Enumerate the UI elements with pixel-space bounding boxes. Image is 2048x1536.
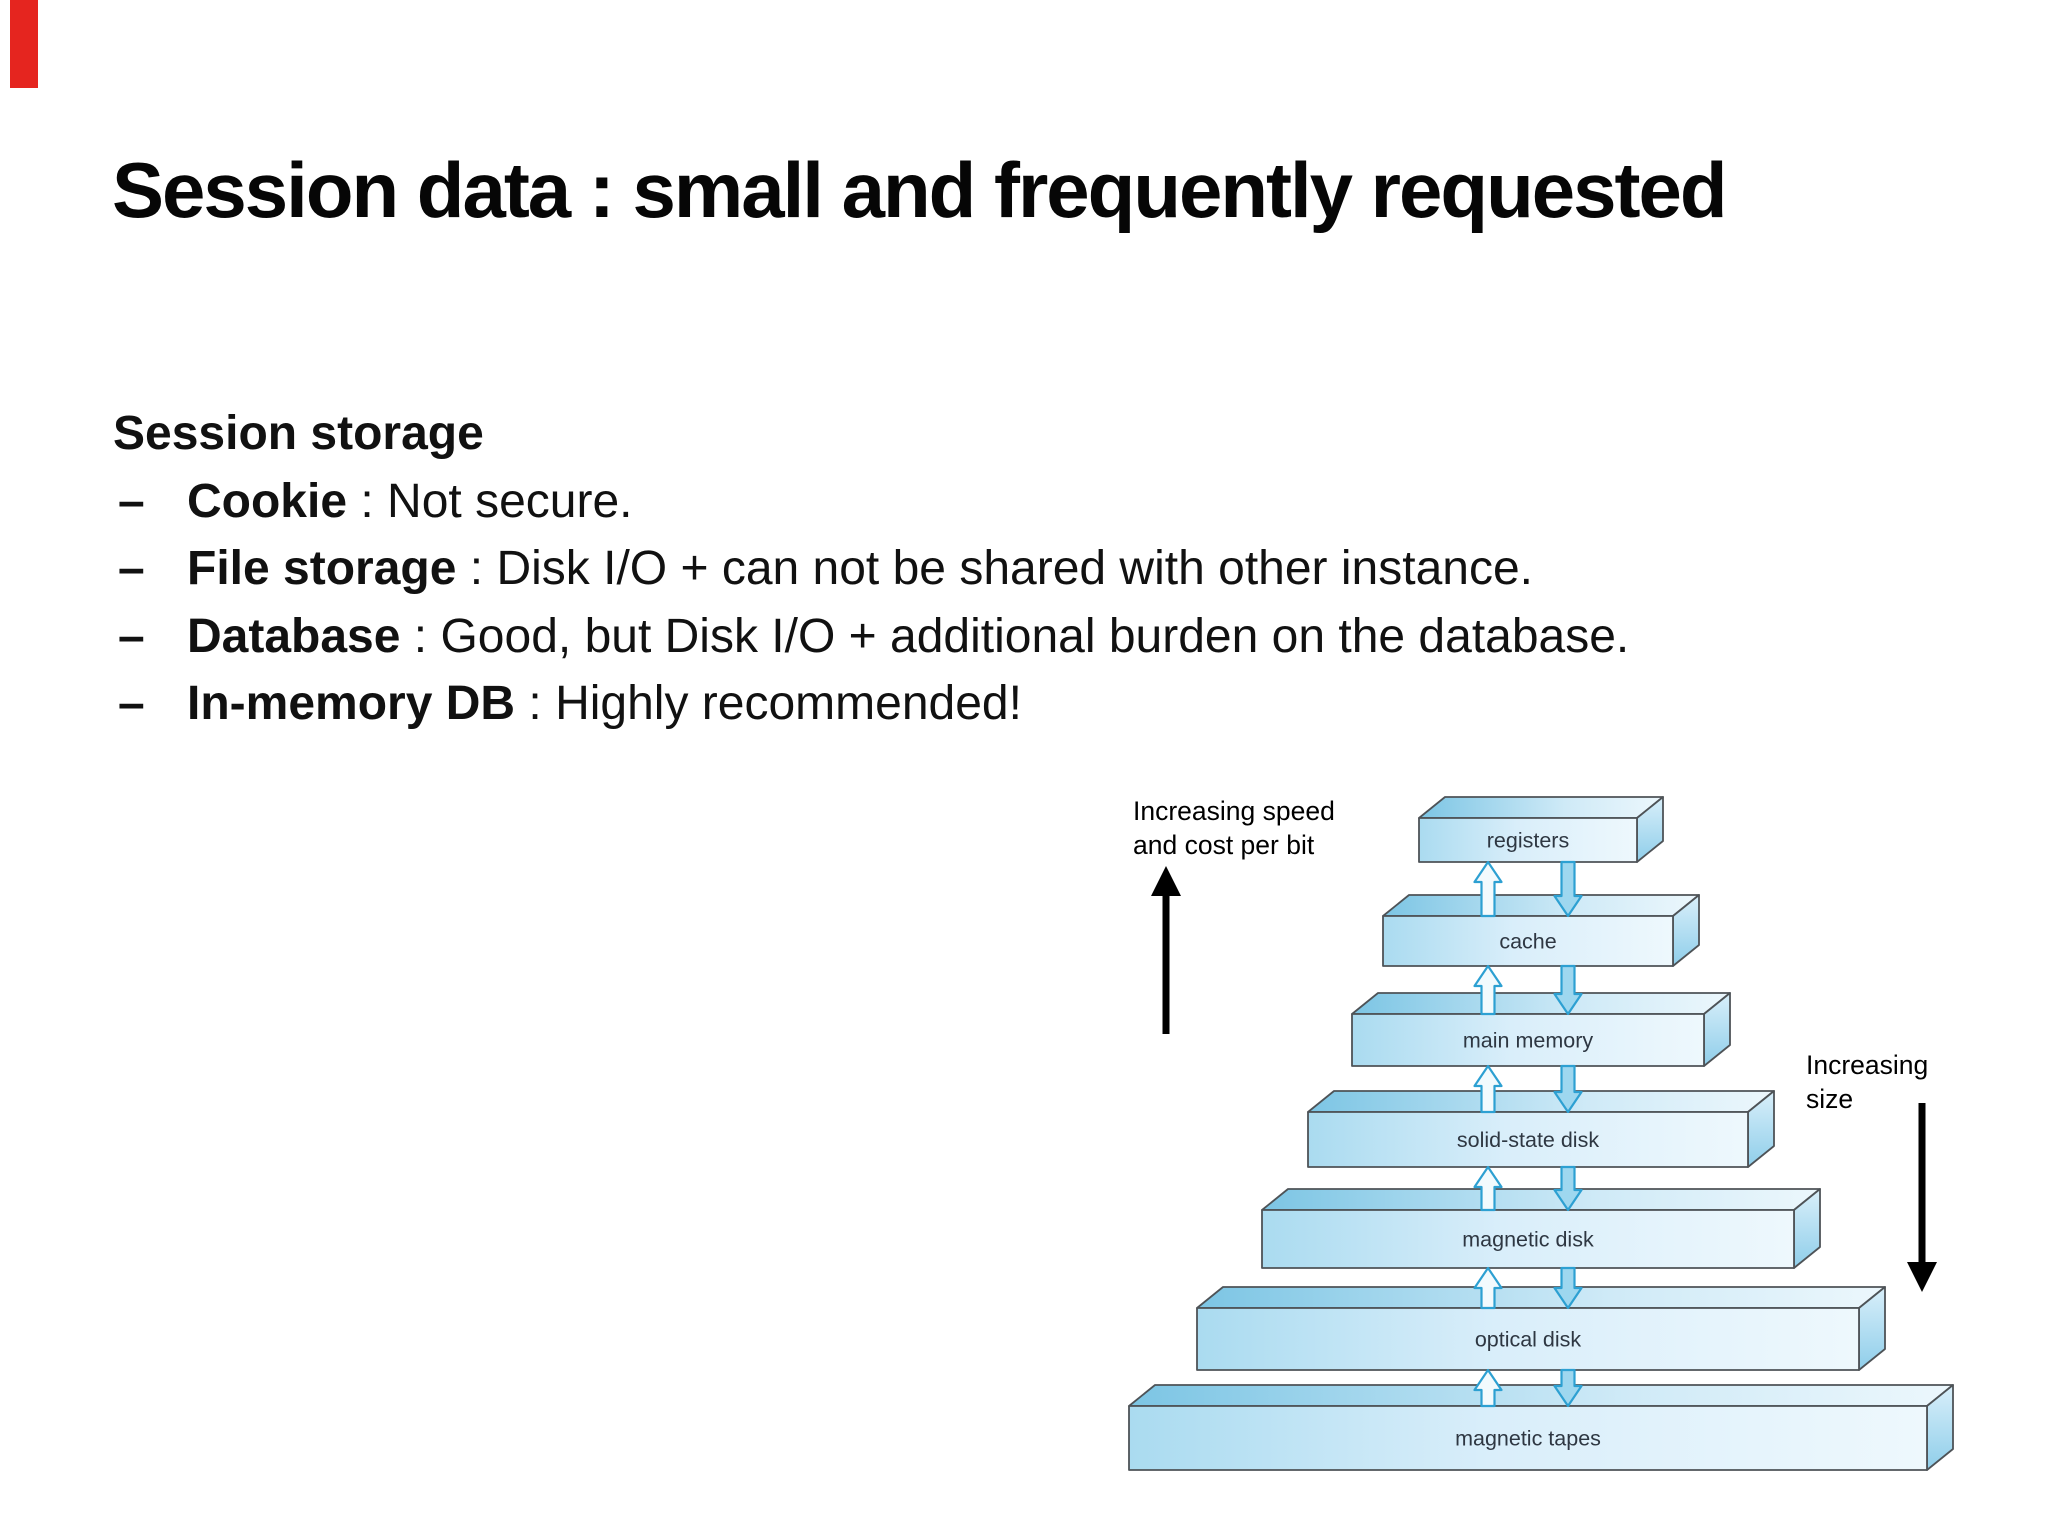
bullet-separator: :: [456, 542, 497, 595]
bullet-desc: Disk I/O + can not be shared with other …: [496, 542, 1533, 595]
box-front-face: [1196, 1307, 1860, 1371]
slide-title: Session data : small and frequently requ…: [112, 146, 1727, 234]
down-arrow-icon: [1553, 1165, 1583, 1212]
box-top-face: [1382, 894, 1700, 917]
bullet-separator: :: [515, 677, 556, 730]
up-arrow-icon: [1473, 860, 1503, 918]
size-label-line1: Increasing: [1806, 1050, 1928, 1080]
down-arrow-icon: [1553, 1064, 1583, 1114]
bullet-item: –In-memory DB : Highly recommended!: [113, 670, 1913, 738]
pyramid-level-label: registers: [1487, 829, 1569, 853]
pyramid-level-magnetic-tapes: magnetic tapes: [1128, 1384, 1954, 1471]
bullet-item: –Cookie : Not secure.: [113, 468, 1913, 536]
pyramid-level-solid-state-disk: solid-state disk: [1307, 1090, 1775, 1168]
box-front-face: [1261, 1209, 1795, 1269]
box-front-face: [1351, 1013, 1705, 1067]
up-arrow-icon: [1473, 1266, 1503, 1310]
pyramid-level-registers: registers: [1418, 796, 1664, 863]
bullet-term: In-memory DB: [187, 677, 516, 730]
bullet-term: Cookie: [187, 474, 348, 528]
size-arrow-icon: [1907, 1103, 1937, 1292]
pyramid-level-optical-disk: optical disk: [1196, 1286, 1886, 1371]
pyramid-level-main-memory: main memory: [1351, 992, 1731, 1067]
bullet-dash-icon: –: [118, 474, 145, 528]
speed-arrow-icon: [1151, 866, 1181, 1034]
pyramid-level-label: magnetic disk: [1462, 1228, 1594, 1252]
bullet-separator: :: [400, 609, 441, 663]
section-heading: Session storage: [113, 407, 484, 460]
box-front-face: [1128, 1405, 1928, 1471]
bullet-desc: Not secure.: [387, 474, 633, 528]
bullet-dash-icon: –: [118, 677, 145, 730]
bullet-term: Database: [187, 609, 401, 663]
box-front-face: [1307, 1111, 1749, 1168]
bullet-separator: :: [347, 474, 388, 528]
up-arrow-icon: [1473, 1064, 1503, 1114]
bullet-item: –File storage : Disk I/O + can not be sh…: [113, 535, 1913, 603]
bullet-item: –Database : Good, but Disk I/O + additio…: [113, 603, 1913, 671]
up-arrow-icon: [1473, 1165, 1503, 1212]
pyramid-level-label: main memory: [1463, 1029, 1593, 1053]
pyramid-level-magnetic-disk: magnetic disk: [1261, 1188, 1821, 1269]
up-arrow-icon: [1473, 1368, 1503, 1408]
speed-label-line1: Increasing speed: [1133, 796, 1335, 826]
red-bookmark-tab: [10, 0, 38, 88]
body-text: Session storage –Cookie : Not secure. –F…: [113, 400, 1913, 738]
box-front-face: [1382, 915, 1674, 967]
down-arrow-icon: [1553, 1266, 1583, 1310]
bullet-term: File storage: [187, 542, 457, 595]
box-top-face: [1307, 1090, 1775, 1113]
bullet-dash-icon: –: [118, 542, 145, 595]
pyramid-level-label: solid-state disk: [1457, 1128, 1599, 1152]
pyramid-level-label: optical disk: [1475, 1328, 1582, 1352]
bullet-desc: Highly recommended!: [555, 677, 1022, 730]
down-arrow-icon: [1553, 860, 1583, 918]
box-top-face: [1418, 796, 1664, 819]
down-arrow-icon: [1553, 964, 1583, 1016]
box-top-face: [1128, 1384, 1954, 1407]
box-top-face: [1261, 1188, 1821, 1211]
box-top-face: [1351, 992, 1731, 1015]
box-top-face: [1196, 1286, 1886, 1309]
speed-label-line2: and cost per bit: [1133, 830, 1315, 860]
size-label-line2: size: [1806, 1084, 1853, 1114]
up-arrow-icon: [1473, 964, 1503, 1016]
pyramid-level-label: cache: [1499, 930, 1556, 954]
bullet-dash-icon: –: [118, 609, 145, 663]
down-arrow-icon: [1553, 1368, 1583, 1408]
pyramid-level-cache: cache: [1382, 894, 1700, 967]
pyramid-level-label: magnetic tapes: [1455, 1427, 1601, 1451]
box-front-face: [1418, 817, 1638, 863]
bullet-desc: Good, but Disk I/O + additional burden o…: [440, 609, 1630, 663]
